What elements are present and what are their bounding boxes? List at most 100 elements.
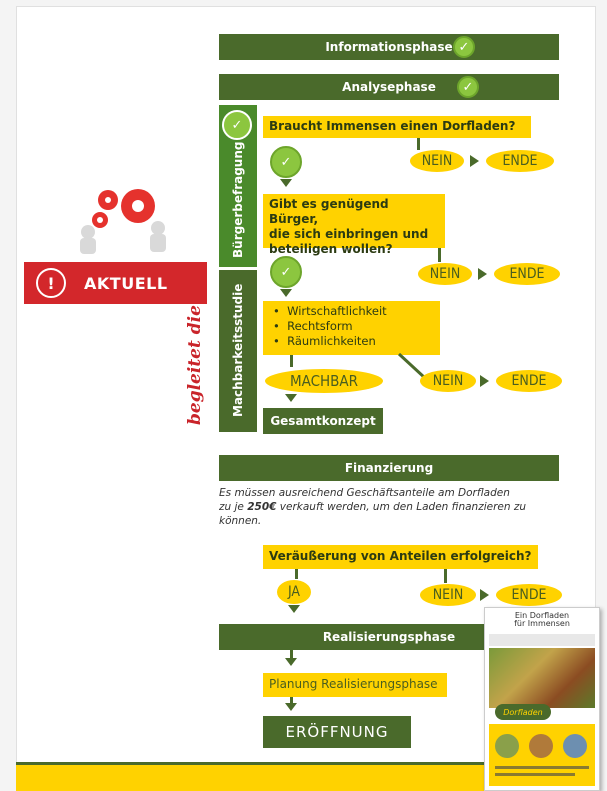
phase-analysis: Analysephase — [219, 74, 559, 100]
planning-step: Planung Realisierungsphase — [263, 673, 447, 697]
answer-end-text: ENDE — [511, 587, 547, 603]
answer-end-text: ENDE — [509, 266, 545, 282]
connector — [444, 569, 447, 583]
answer-no-text: NEIN — [432, 587, 464, 603]
answer-end: ENDE — [496, 370, 562, 392]
connector — [290, 697, 293, 703]
check-icon: ✓ — [270, 146, 302, 178]
connector — [438, 248, 441, 262]
brochure-photo-circle — [495, 734, 519, 758]
answer-no: NEIN — [418, 263, 472, 285]
arrow-right-icon — [478, 268, 487, 280]
arrow-down-icon — [280, 179, 292, 187]
connector — [417, 138, 420, 150]
brochure-lower — [489, 724, 595, 786]
answer-yes-text: JA — [287, 584, 301, 600]
answer-no: NEIN — [420, 584, 476, 606]
answer-end-text: ENDE — [502, 153, 538, 169]
question-q2: Gibt es genügend Bürger, die sich einbri… — [263, 194, 445, 256]
question-q3-text: Veräußerung von Anteilen erfolgreich? — [269, 549, 532, 563]
brochure-text-line — [495, 766, 589, 769]
answer-yes: JA — [277, 580, 311, 604]
feasibility-item-text: Wirtschaftlichkeit — [287, 304, 387, 318]
answer-no-text: NEIN — [432, 373, 464, 389]
financing-description: Es müssen ausreichend Geschäftsanteile a… — [219, 486, 564, 528]
answer-no-text: NEIN — [421, 153, 453, 169]
connector — [290, 650, 293, 658]
arrow-right-icon — [470, 155, 479, 167]
arrow-down-icon — [285, 658, 297, 666]
warning-symbol: ! — [47, 273, 55, 293]
opening-label: ERÖFFNUNG — [285, 723, 389, 741]
brochure-logo-text: Dorfladen — [503, 707, 543, 717]
footer-line — [16, 762, 496, 765]
answer-end-text: ENDE — [511, 373, 547, 389]
brochure-photo-circle — [563, 734, 587, 758]
feasibility-item: • Rechtsform — [273, 319, 353, 333]
phase-information-label: Informationsphase — [325, 40, 453, 54]
question-q1-text: Braucht Immensen einen Dorfladen? — [269, 119, 516, 133]
answer-feasible-text: MACHBAR — [289, 372, 359, 390]
arrow-right-icon — [480, 589, 489, 601]
question-q2-line3: beteiligen wollen? — [269, 242, 393, 256]
answer-no: NEIN — [420, 370, 476, 392]
financing-text-line2: zu je 250€ verkauft werden, um den Laden… — [219, 500, 564, 514]
brochure-title-line1: Ein Dorfladen — [514, 611, 570, 620]
connector — [290, 355, 293, 367]
brochure-image: Ein Dorfladen für Immensen Dorfladen — [484, 607, 600, 791]
overall-concept-label: Gesamtkonzept — [270, 414, 376, 428]
arrow-down-icon — [285, 394, 297, 402]
answer-end: ENDE — [494, 263, 560, 285]
planning-step-text: Planung Realisierungsphase — [269, 677, 438, 691]
feasibility-side-bar — [219, 270, 257, 432]
feasibility-item: • Wirtschaftlichkeit — [273, 304, 387, 318]
arrow-down-icon — [280, 289, 292, 297]
overall-concept: Gesamtkonzept — [263, 408, 383, 434]
share-price: 250€ — [247, 501, 277, 513]
feasibility-side-label: Machbarkeitsstudie — [231, 283, 245, 417]
connector — [295, 569, 298, 579]
phase-financing-label: Finanzierung — [344, 461, 434, 475]
feasibility-list: • Wirtschaftlichkeit • Rechtsform • Räum… — [263, 301, 440, 355]
warning-icon: ! — [36, 268, 66, 298]
financing-text-pre: zu je — [219, 501, 248, 513]
phase-financing: Finanzierung — [219, 455, 559, 481]
answer-end: ENDE — [496, 584, 562, 606]
check-icon: ✓ — [453, 36, 475, 58]
arrow-down-icon — [285, 703, 297, 711]
brochure-strip — [489, 634, 595, 646]
phase-analysis-label: Analysephase — [342, 80, 436, 94]
status-current-label: AKTUELL — [84, 273, 168, 293]
brochure-title-line2: für Immensen — [514, 619, 570, 628]
brochure-logo: Dorfladen — [495, 704, 551, 720]
feasibility-item-text: Räumlichkeiten — [287, 334, 376, 348]
question-q3: Veräußerung von Anteilen erfolgreich? — [263, 545, 538, 569]
brochure-photo-circle — [529, 734, 553, 758]
check-icon: ✓ — [270, 256, 302, 288]
question-q2-line2: die sich einbringen und — [269, 227, 429, 241]
check-icon: ✓ — [222, 110, 252, 140]
answer-feasible: MACHBAR — [265, 369, 383, 393]
check-icon: ✓ — [457, 76, 479, 98]
question-q2-line1: Gibt es genügend Bürger, — [269, 197, 389, 226]
question-q1: Braucht Immensen einen Dorfladen? — [263, 116, 531, 138]
brochure-title: Ein Dorfladen für Immensen — [489, 612, 595, 628]
gears-illustration — [80, 189, 166, 254]
financing-text-post: verkauft werden, um den Laden finanziere… — [276, 501, 527, 513]
answer-end: ENDE — [486, 150, 554, 172]
feasibility-item: • Räumlichkeiten — [273, 334, 376, 348]
answer-no: NEIN — [410, 150, 464, 172]
status-current-badge: ! AKTUELL — [24, 262, 207, 304]
financing-text-line3: können. — [219, 515, 262, 527]
feasibility-item-text: Rechtsform — [287, 319, 353, 333]
brochure-photo — [489, 648, 595, 708]
accompany-label: begleitet die — [185, 305, 205, 425]
opening: ERÖFFNUNG — [263, 716, 411, 748]
survey-side-label: Bürgerbefragung — [231, 141, 245, 259]
brochure-text-line — [495, 773, 575, 776]
phase-information: Informationsphase — [219, 34, 559, 60]
connector-diagonal — [397, 352, 427, 380]
phase-realization-label: Realisierungsphase — [322, 630, 456, 644]
arrow-down-icon — [288, 605, 300, 613]
